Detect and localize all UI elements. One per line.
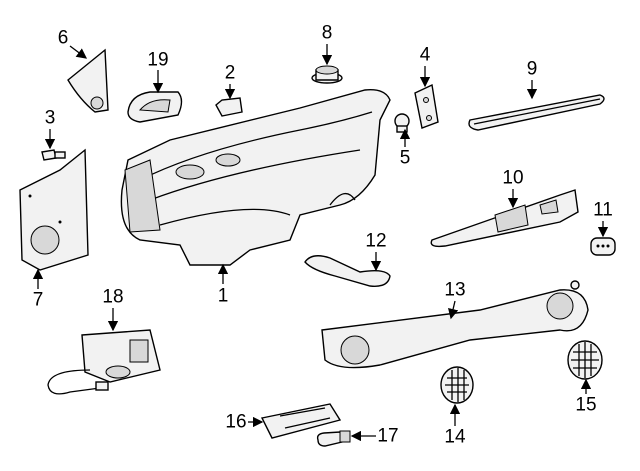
part-18-switch-assembly xyxy=(47,329,161,395)
callout-19: 19 xyxy=(147,49,169,71)
callout-14: 14 xyxy=(444,426,466,448)
callout-12: 12 xyxy=(365,230,387,252)
part-6-mirror-trim xyxy=(67,48,109,113)
callout-2: 2 xyxy=(224,62,236,84)
part-16-courtesy-lamp xyxy=(260,403,342,439)
callout-3: 3 xyxy=(44,107,56,129)
callout-8: 8 xyxy=(321,22,333,44)
callout-1: 1 xyxy=(217,285,229,307)
part-5-clip xyxy=(394,113,410,133)
leader-lines xyxy=(32,44,609,442)
part-11-switch xyxy=(590,237,616,256)
part-14-speaker-grille xyxy=(440,366,474,404)
callout-9: 9 xyxy=(526,58,538,80)
part-7-speaker-panel xyxy=(19,148,89,271)
callout-13: 13 xyxy=(444,279,466,301)
callout-16: 16 xyxy=(225,411,247,433)
part-1-door-trim-panel xyxy=(120,89,391,266)
callout-11: 11 xyxy=(593,199,613,221)
part-15-speaker-grille xyxy=(567,340,603,380)
callout-5: 5 xyxy=(399,147,411,169)
callout-7: 7 xyxy=(32,289,44,311)
callout-15: 15 xyxy=(575,394,597,416)
part-12-pull-handle xyxy=(304,255,391,287)
part-10-armrest-trim xyxy=(430,189,579,248)
callout-18: 18 xyxy=(102,286,124,308)
callout-4: 4 xyxy=(419,44,431,66)
part-2-switch xyxy=(215,97,243,117)
callout-6: 6 xyxy=(57,27,69,49)
callout-10: 10 xyxy=(502,167,524,189)
part-19-inside-handle xyxy=(127,91,183,123)
part-9-belt-molding xyxy=(468,94,605,131)
part-8-plug xyxy=(311,65,343,84)
callout-17: 17 xyxy=(377,425,399,447)
part-4-bracket xyxy=(414,83,439,129)
part-3-screw xyxy=(41,149,66,161)
part-13-lower-trim xyxy=(321,280,589,369)
part-17-bulb xyxy=(316,430,351,447)
